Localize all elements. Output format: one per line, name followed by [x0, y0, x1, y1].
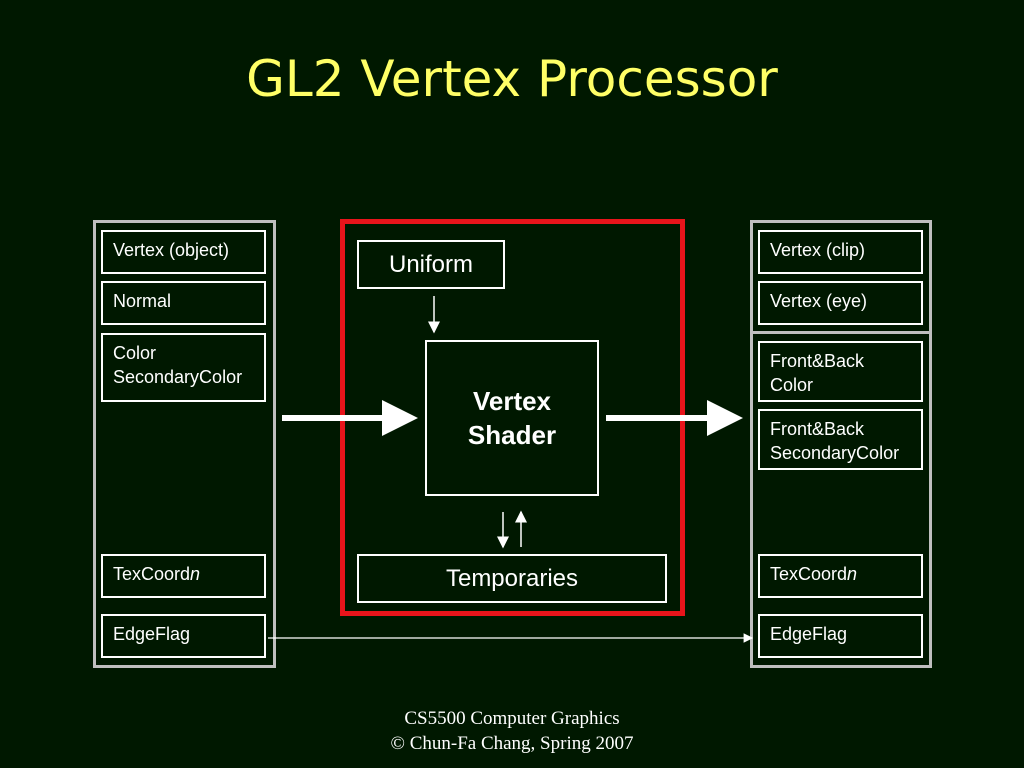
input-texcoord: TexCoordn — [101, 554, 266, 598]
output-texcoord-label: TexCoord — [770, 564, 848, 584]
input-normal: Normal — [101, 281, 266, 325]
output-texcoord: TexCoordn — [758, 554, 923, 598]
slide-title: GL2 Vertex Processor — [246, 50, 778, 108]
input-color: Color SecondaryColor — [101, 333, 266, 402]
vertex-shader-box: Vertex Shader — [425, 340, 599, 496]
output-bottom-panel — [750, 331, 932, 668]
output-vertex-clip: Vertex (clip) — [758, 230, 923, 274]
footer-course: CS5500 Computer Graphics — [404, 708, 620, 729]
temporaries-box: Temporaries — [357, 554, 667, 603]
slide-footer: CS5500 Computer Graphics © Chun-Fa Chang… — [0, 706, 1024, 756]
output-vertex-eye: Vertex (eye) — [758, 281, 923, 325]
input-edgeflag: EdgeFlag — [101, 614, 266, 658]
input-attributes-panel — [93, 220, 276, 668]
footer-copyright: © Chun-Fa Chang, Spring 2007 — [390, 733, 634, 754]
input-vertex-object: Vertex (object) — [101, 230, 266, 274]
input-texcoord-label: TexCoord — [113, 564, 191, 584]
output-edgeflag: EdgeFlag — [758, 614, 923, 658]
output-texcoord-index: n — [847, 564, 858, 584]
uniform-box: Uniform — [357, 240, 505, 289]
output-front-back-secondary-color: Front&Back SecondaryColor — [758, 409, 923, 470]
output-front-back-color: Front&Back Color — [758, 341, 923, 402]
input-texcoord-index: n — [190, 564, 201, 584]
